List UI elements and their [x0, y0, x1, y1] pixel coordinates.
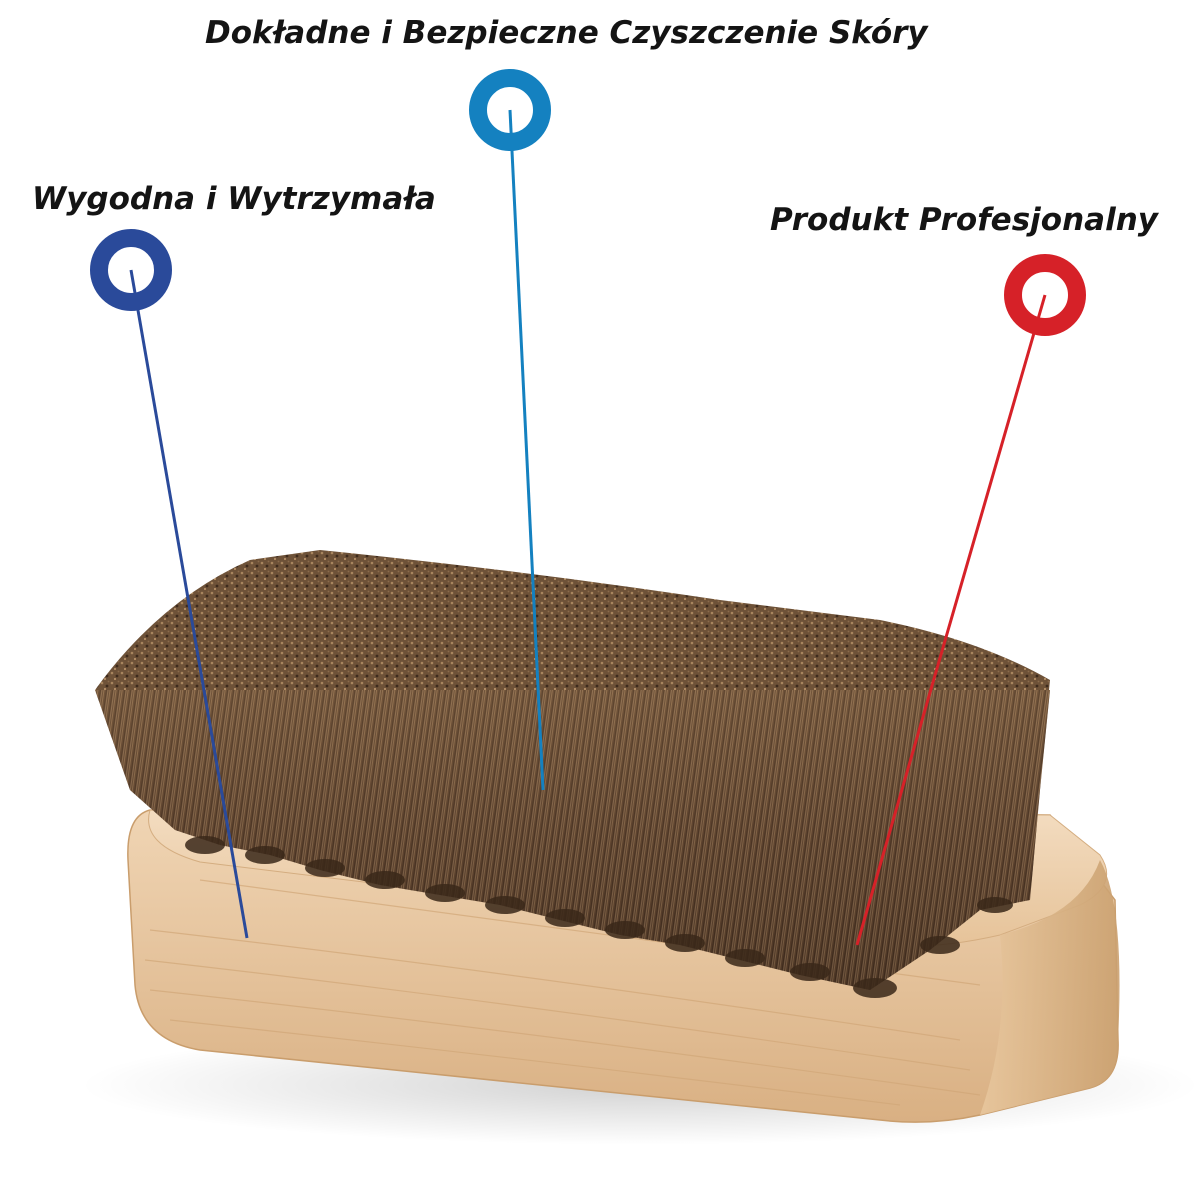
callout-right-line: [855, 294, 1047, 946]
callout-center-ring-icon: [469, 69, 551, 151]
brush-base-end: [980, 860, 1120, 1115]
bristle-tufts: [95, 690, 1050, 990]
callout-right-label: Produkt Profesjonalny: [770, 202, 1158, 238]
callout-center: [469, 69, 551, 791]
callout-right-ring-icon: [1004, 254, 1086, 336]
callout-left-line: [129, 269, 249, 939]
callout-center-label: Dokładne i Bezpieczne Czyszczenie Skóry: [205, 15, 928, 51]
callout-left: [90, 229, 249, 939]
callout-center-line: [508, 109, 545, 791]
callout-right: [855, 254, 1086, 946]
tuft-holes: [185, 836, 1013, 998]
callout-left-ring-icon: [90, 229, 172, 311]
callout-left-label: Wygodna i Wytrzymała: [32, 181, 436, 217]
